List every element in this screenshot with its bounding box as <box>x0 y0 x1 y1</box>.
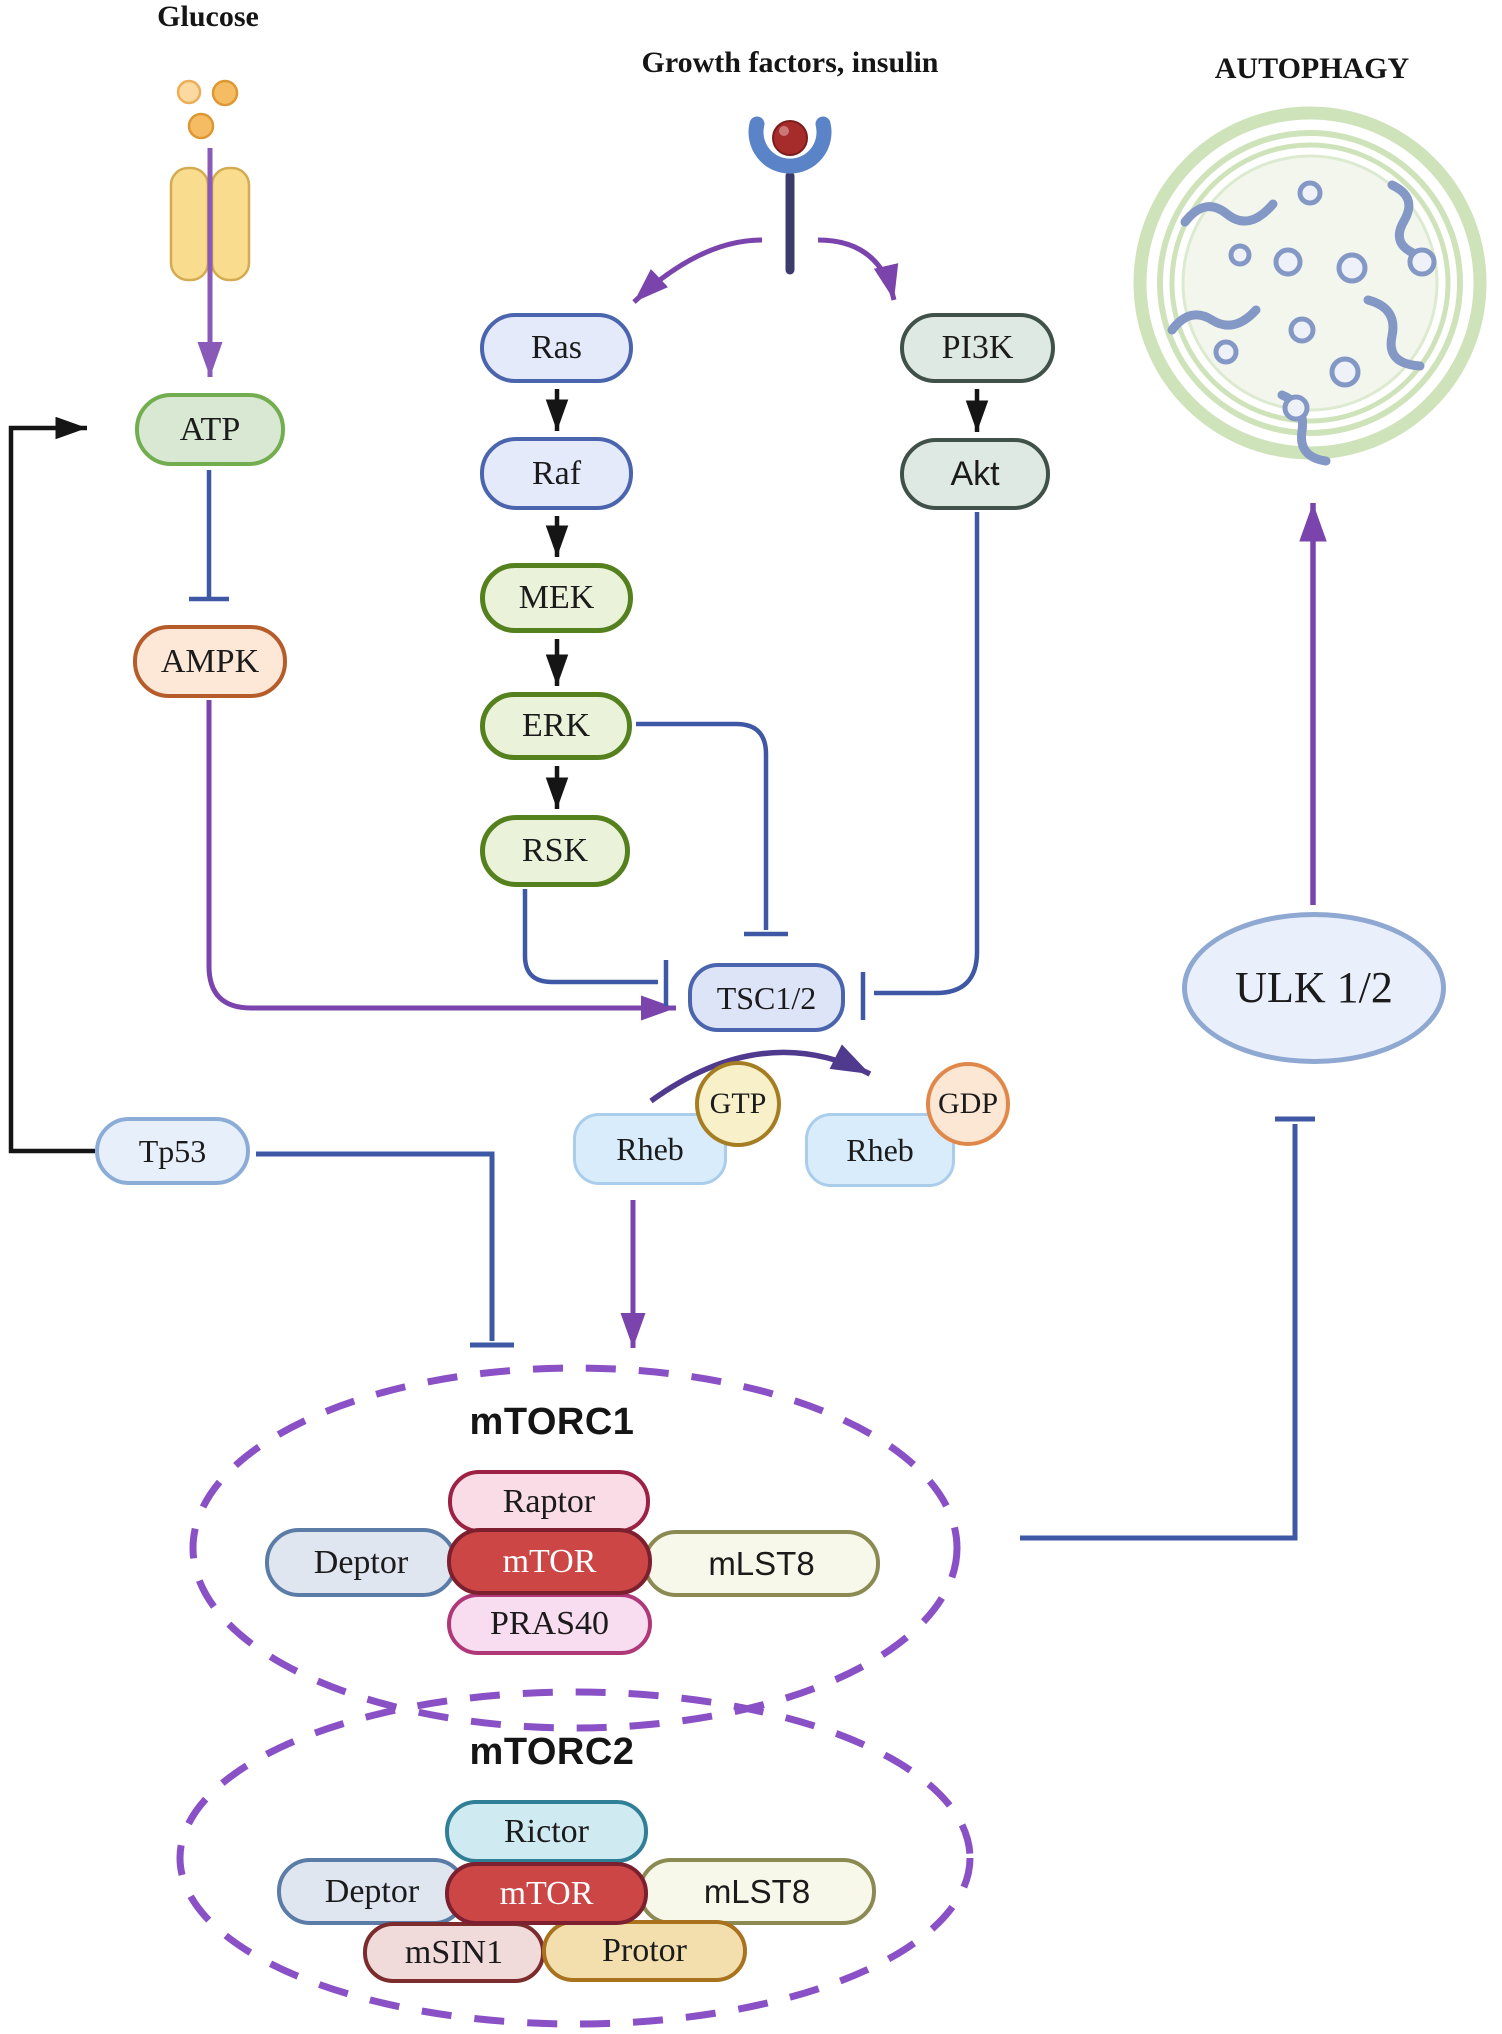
mtorc2-complex-outline <box>176 1688 974 2028</box>
node-mek: MEK <box>480 563 633 633</box>
node-ampk: AMPK <box>133 625 287 698</box>
node-raptor: Raptor <box>448 1470 650 1533</box>
node-mlst8_1: mLST8 <box>643 1530 880 1597</box>
node-atp: ATP <box>135 393 285 466</box>
autophagy-label: AUTOPHAGY <box>1214 52 1410 85</box>
autophagosome-icon <box>1133 106 1487 466</box>
glucose-molecules-icon <box>176 79 239 140</box>
node-erk: ERK <box>480 692 632 760</box>
edge-tp53-atp-feedback <box>8 416 95 1154</box>
edge-receptor-ras <box>632 237 763 304</box>
node-tp53: Tp53 <box>95 1117 250 1185</box>
mtorc2-title: mTORC2 <box>469 1731 635 1773</box>
mtorc1-title: mTORC1 <box>469 1401 635 1443</box>
edge-tsc-rheb-gdp-conversion <box>649 1044 872 1104</box>
node-deptor2: Deptor <box>277 1858 467 1925</box>
node-gtp: GTP <box>695 1061 781 1147</box>
edge-akt-tsc-inhibition <box>860 512 980 1020</box>
node-ras: Ras <box>480 313 633 383</box>
edge-ampk-tsc <box>206 700 676 1021</box>
node-gdp: GDP <box>926 1062 1010 1146</box>
edge-mtorc1-ulk-inhibition <box>1020 1116 1315 1541</box>
node-pi3k: PI3K <box>900 313 1055 383</box>
edge-erk-tsc-inhibition <box>636 721 788 937</box>
node-protor: Protor <box>542 1920 747 1982</box>
node-rictor: Rictor <box>445 1800 648 1863</box>
node-deptor1: Deptor <box>265 1528 457 1597</box>
node-mtor1: mTOR <box>447 1528 652 1595</box>
edge-rsk-tsc-inhibition <box>522 889 669 1006</box>
node-rsk: RSK <box>480 815 630 887</box>
node-mtor2: mTOR <box>445 1862 648 1925</box>
node-rheb_gdp: Rheb <box>805 1113 955 1187</box>
node-pras40: PRAS40 <box>447 1593 652 1655</box>
node-ulk: ULK 1/2 <box>1182 912 1446 1064</box>
node-akt: Akt <box>900 438 1050 510</box>
node-msin1: mSIN1 <box>363 1922 545 1983</box>
edge-atp-ampk-inhibition <box>189 470 229 602</box>
growth-factor-receptor-icon <box>748 116 832 275</box>
node-raf: Raf <box>480 437 633 510</box>
edge-receptor-pi3k <box>817 237 899 301</box>
node-mlst8_2: mLST8 <box>638 1858 876 1925</box>
growth-factors-label: Growth factors, insulin <box>641 46 939 79</box>
glucose-label: Glucose <box>157 0 259 33</box>
mtorc1-complex-outline <box>189 1364 961 1732</box>
node-tsc12: TSC1/2 <box>688 963 845 1032</box>
edge-tp53-mtorc1-inhibition <box>256 1151 514 1348</box>
